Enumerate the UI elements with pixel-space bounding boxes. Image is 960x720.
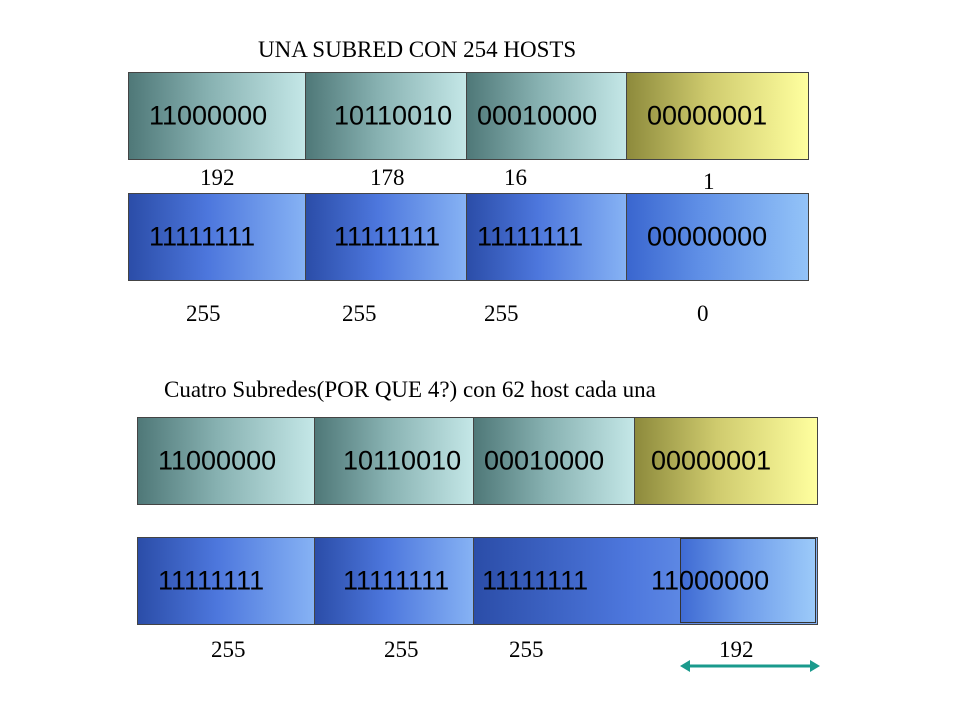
octet-bits: 11000000 [149, 100, 268, 131]
mask-decimal-4: 192 [719, 637, 754, 662]
mask-decimal-2: 255 [384, 637, 419, 662]
octet-3: 00010000 [473, 418, 634, 504]
mask-octet-4-bits: 11000000 [651, 565, 770, 596]
section2-title: Cuatro Subredes(POR QUE 4?) con 62 host … [164, 377, 656, 402]
section1-title: UNA SUBRED CON 254 HOSTS [258, 37, 577, 62]
mask-octet-3-bits: 11111111 [482, 565, 589, 596]
octet-bits: 11111111 [334, 221, 441, 252]
mask-octet-1: 11111111 [129, 194, 305, 280]
mask-decimal-3: 255 [484, 301, 519, 326]
octet-1: 11000000 [138, 418, 314, 504]
octet-bits: 00010000 [484, 445, 605, 476]
octet-bits: 00000001 [651, 445, 772, 476]
octet-2: 10110010 [305, 73, 466, 159]
address-decimal-3: 16 [504, 165, 527, 190]
octet-bits: 00000001 [647, 100, 768, 131]
octet-bits: 11111111 [158, 565, 265, 596]
octet-bits: 11111111 [149, 221, 256, 252]
mask-octet-3: 11111111 [466, 194, 626, 280]
subnet-bits-box [680, 538, 816, 623]
octet-bits: 10110010 [343, 445, 462, 476]
mask-octet-2: 11111111 [314, 538, 473, 624]
mask-decimal-3: 255 [509, 637, 544, 662]
address-decimal-1: 192 [200, 165, 235, 190]
mask-octet-4: 00000000 [626, 194, 808, 280]
octet-3: 00010000 [466, 73, 626, 159]
octet-bits: 00010000 [477, 100, 598, 131]
address-decimal-4: 1 [703, 169, 715, 194]
mask-decimal-1: 255 [186, 301, 221, 326]
octet-bits: 11000000 [158, 445, 277, 476]
mask-decimal-2: 255 [342, 301, 377, 326]
octet-1: 11000000 [129, 73, 305, 159]
address-bar-1: 11000000 10110010 00010000 00000001 [128, 72, 809, 160]
octet-bits: 11111111 [477, 221, 584, 252]
octet-4: 00000001 [634, 418, 817, 504]
octet-4: 00000001 [626, 73, 808, 159]
octet-bits: 11111111 [343, 565, 450, 596]
double-headed-arrow-icon [680, 660, 820, 672]
octet-bits: 00000000 [647, 221, 768, 252]
octet-2: 10110010 [314, 418, 473, 504]
mask-octet-1: 11111111 [138, 538, 314, 624]
octet-bits: 10110010 [334, 100, 453, 131]
mask-decimal-1: 255 [211, 637, 246, 662]
mask-decimal-4: 0 [697, 301, 709, 326]
mask-octet-2: 11111111 [305, 194, 466, 280]
address-decimal-2: 178 [370, 165, 405, 190]
address-bar-2: 11000000 10110010 00010000 00000001 [137, 417, 818, 505]
mask-bar-1: 11111111 11111111 11111111 00000000 [128, 193, 809, 281]
